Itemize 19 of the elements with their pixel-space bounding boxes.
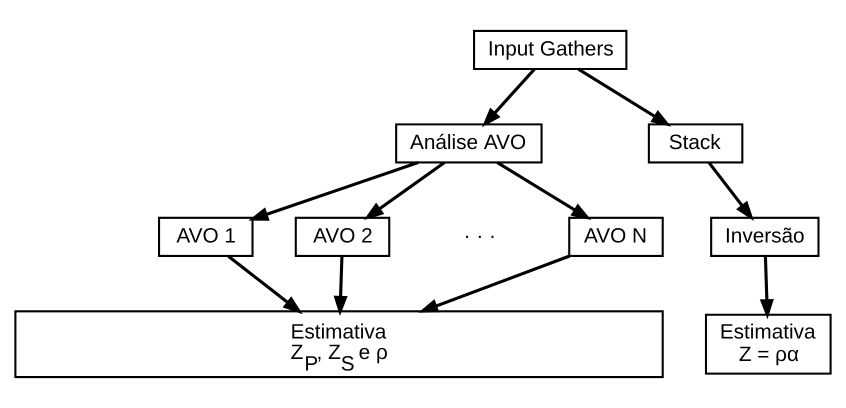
arrow — [364, 161, 446, 220]
label: · · · — [464, 224, 496, 248]
arrow — [227, 255, 303, 314]
node-box: Input Gathers — [473, 30, 628, 70]
arrow — [418, 254, 570, 313]
node-box: Stack — [648, 123, 744, 164]
arrow — [334, 256, 348, 316]
arrow — [496, 161, 592, 220]
node-box: Inversão — [710, 216, 820, 257]
node-box: AVO N — [568, 216, 664, 257]
node-box: Estimativa Z = ρα — [704, 314, 832, 375]
arrow — [708, 162, 754, 221]
arrow — [482, 68, 536, 128]
node-box: AVO 2 — [294, 216, 390, 257]
arrow — [577, 68, 672, 127]
node-box: Análise AVO — [395, 123, 543, 164]
arrow — [760, 256, 774, 320]
arrow — [248, 161, 419, 221]
node-box: AVO 1 — [158, 216, 254, 257]
